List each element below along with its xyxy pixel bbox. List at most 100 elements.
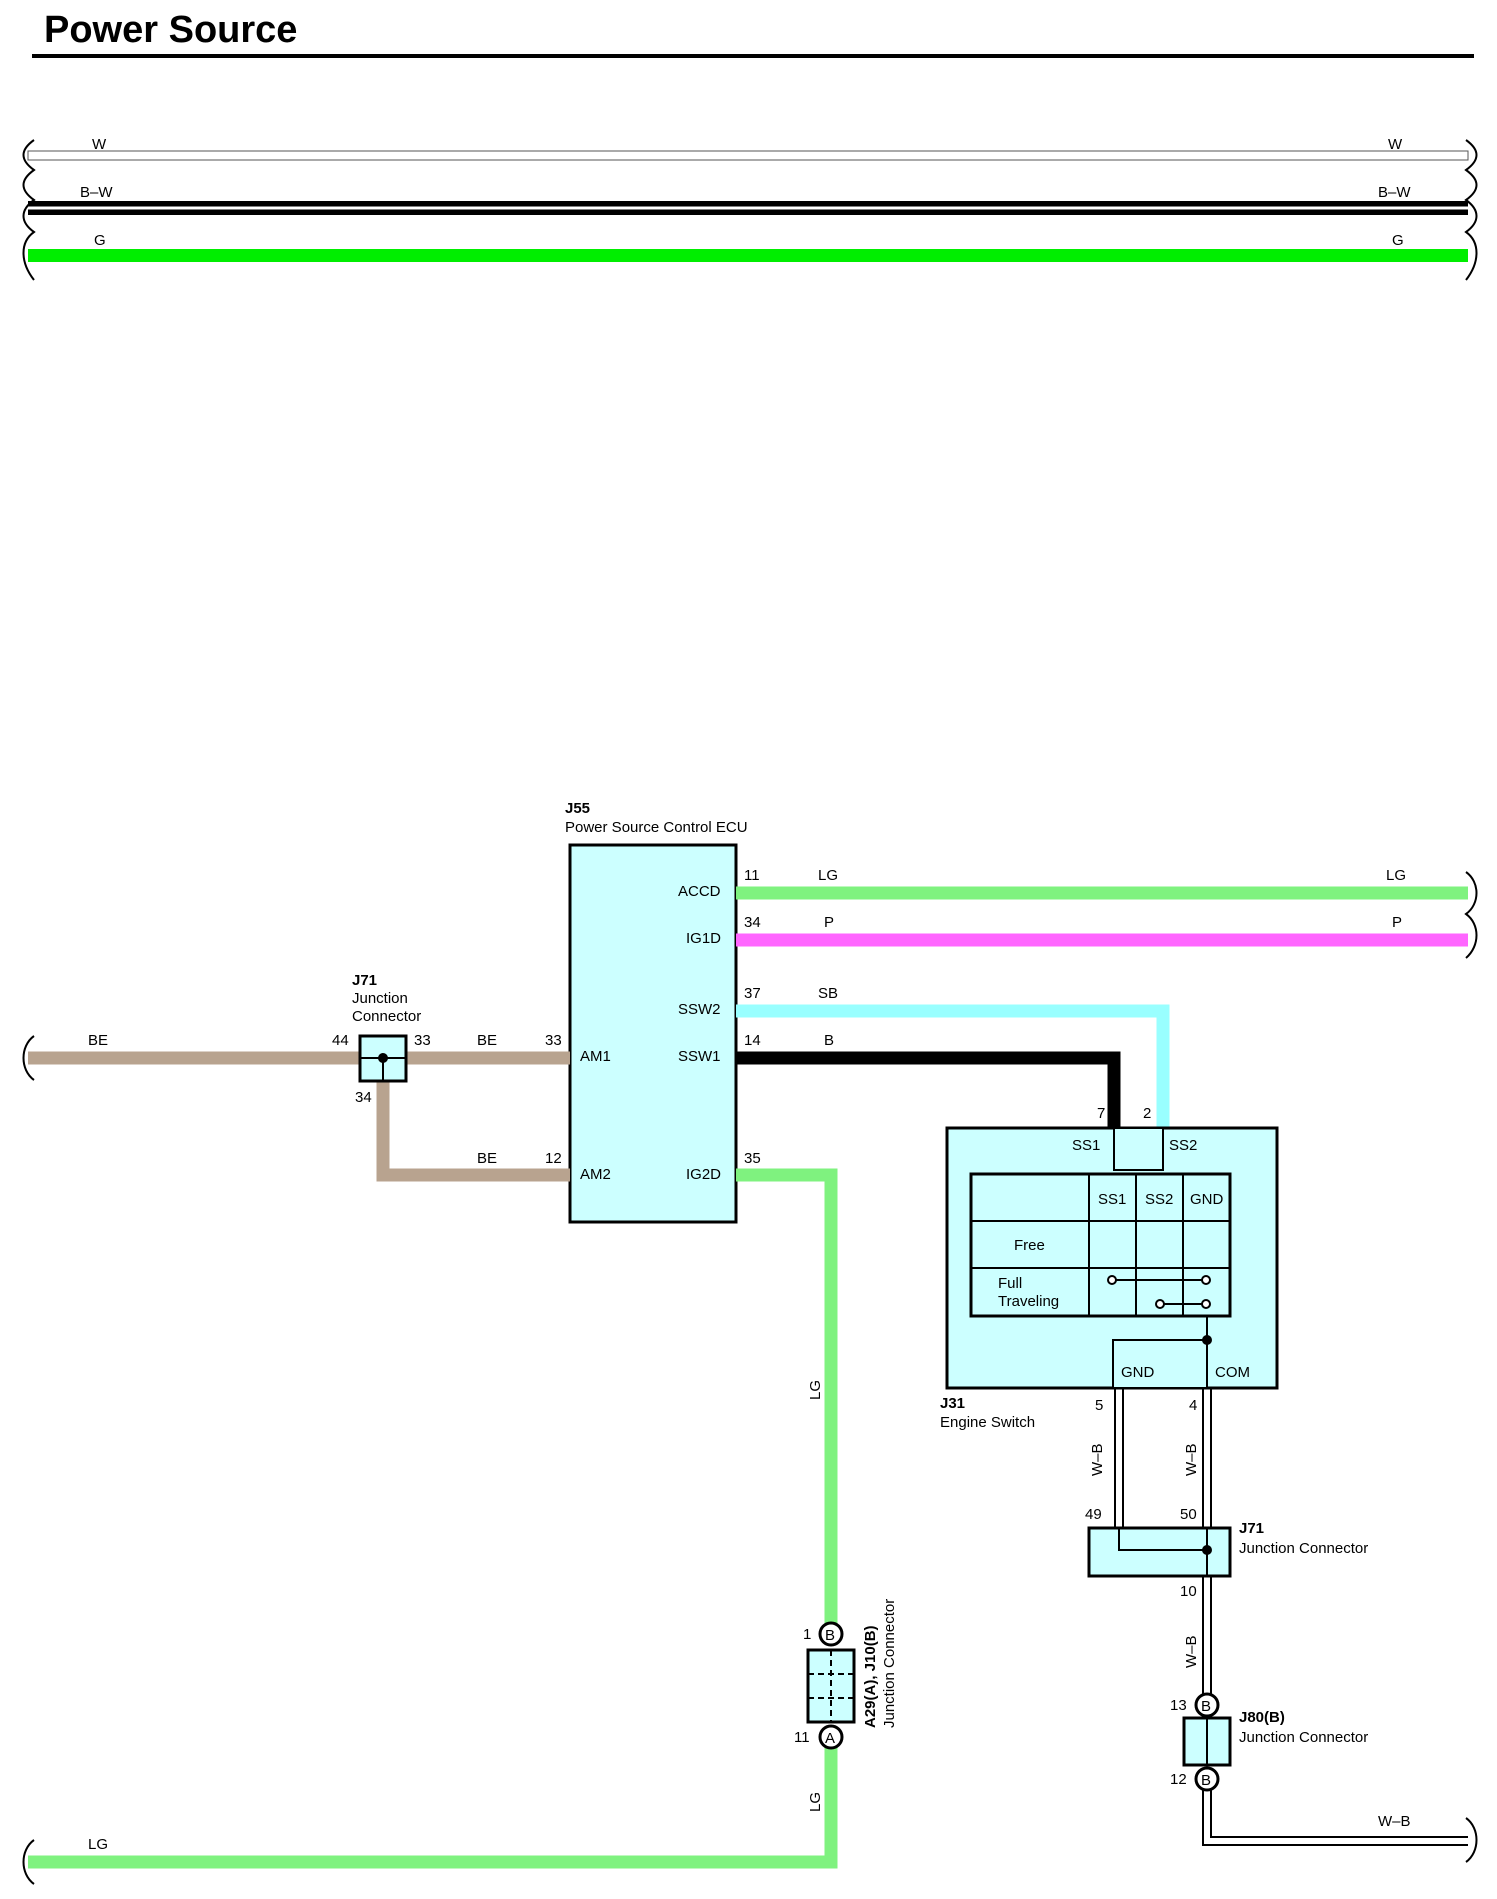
switch-name: Engine Switch: [940, 1414, 1035, 1431]
ecu-pin-accd: ACCD: [678, 883, 721, 900]
pin-num-am1: 33: [545, 1032, 562, 1049]
switch-position-table: SS1 SS2 GND Free Full Traveling: [969, 1172, 1232, 1318]
a29-marker-top: [818, 1621, 844, 1647]
j80-code: J80(B): [1239, 1709, 1285, 1726]
switch-label-gnd: GND: [1121, 1364, 1155, 1381]
a29-pin-bottom: 11: [794, 1729, 810, 1746]
pin-num-ssw2: 37: [744, 985, 761, 1002]
top-wire-w: W W: [27, 136, 1469, 161]
a29-marker-bottom: [818, 1724, 844, 1750]
ecu-pin-ssw1: SSW1: [678, 1048, 721, 1065]
ecu-pin-ig2d: IG2D: [686, 1166, 721, 1183]
switch-code: J31: [940, 1395, 965, 1412]
ecu-code: J55: [565, 800, 590, 817]
j71-left-junction-dot: [378, 1053, 388, 1063]
j80-pin-in: 13: [1170, 1697, 1187, 1714]
j80-pin-out: 12: [1170, 1771, 1187, 1788]
wire-label-wb-j80: W–B: [1183, 1635, 1200, 1668]
j71-right-junction-dot: [1202, 1545, 1212, 1555]
wire-j80-out-wb: [1202, 1790, 1468, 1846]
a29-marker-top-label: B: [825, 1627, 835, 1644]
wire-label-accd-lg-right: LG: [1386, 867, 1406, 884]
wire-label-accd-lg: LG: [818, 867, 838, 884]
break-mark-be-left: [22, 1035, 35, 1081]
wire-com-wb: [1202, 1388, 1212, 1528]
wire-label-w-right: W: [1388, 136, 1403, 153]
j71-left-pin-out: 33: [414, 1032, 431, 1049]
wire-label-ig1d-p-right: P: [1392, 914, 1402, 931]
j71-right-name: Junction Connector: [1239, 1540, 1368, 1557]
j71-left-pin-in: 44: [332, 1032, 349, 1049]
switch-label-com: COM: [1215, 1364, 1250, 1381]
a29-pin-top: 1: [803, 1626, 811, 1643]
wire-ssw2-sb: [736, 1004, 1170, 1128]
top-wire-g: G G: [28, 232, 1468, 262]
page-title: Power Source: [44, 9, 297, 51]
wire-label-ssw1-b: B: [824, 1032, 834, 1049]
wire-label-ig1d-p: P: [824, 914, 834, 931]
wire-j71-j80-wb: [1202, 1576, 1212, 1700]
table-header-ss1: SS1: [1098, 1191, 1126, 1208]
a29-name: Junction Connector: [881, 1599, 898, 1728]
top-wire-bw: B–W B–W: [28, 184, 1468, 215]
j80-marker-bottom: [1194, 1766, 1220, 1792]
ecu-box: [568, 843, 738, 1224]
pin-num-ig1d: 34: [744, 914, 761, 931]
pin-num-accd: 11: [744, 867, 760, 884]
wire-label-be-am2: BE: [477, 1150, 497, 1167]
j80-marker-top: [1194, 1692, 1220, 1718]
table-row-traveling: Traveling: [998, 1293, 1059, 1310]
break-mark-wb-out: [1465, 1817, 1478, 1863]
table-header-ss2: SS2: [1145, 1191, 1173, 1208]
a29-code: A29(A), J10(B): [862, 1625, 879, 1728]
ecu-name: Power Source Control ECU: [565, 819, 748, 836]
j80-marker-top-label: B: [1201, 1698, 1211, 1715]
table-header-gnd: GND: [1190, 1191, 1224, 1208]
wire-label-bw-right: B–W: [1378, 184, 1411, 201]
wire-label-lg-bottom-left: LG: [88, 1836, 108, 1853]
break-marks-top-left: [22, 139, 36, 281]
j71-right-pin-b: 50: [1180, 1506, 1197, 1523]
wire-gnd-wb: [1114, 1388, 1124, 1528]
switch-pin-num-com: 4: [1189, 1397, 1197, 1414]
table-row-full: Full: [998, 1275, 1022, 1292]
switch-label-ss2: SS2: [1169, 1137, 1197, 1154]
j71-right-code: J71: [1239, 1520, 1264, 1537]
a29-marker-bottom-label: A: [825, 1730, 835, 1747]
j71-left-line1: Junction: [352, 990, 408, 1007]
wire-lg-bottom: [28, 1735, 838, 1869]
switch-pin-num-ss1: 7: [1097, 1105, 1105, 1122]
ecu-pin-am1: AM1: [580, 1048, 611, 1065]
wire-label-wb-com: W–B: [1183, 1443, 1200, 1476]
wire-label-wb-gnd: W–B: [1089, 1443, 1106, 1476]
j71-left-pin-down: 34: [355, 1089, 372, 1106]
table-row-free: Free: [1014, 1237, 1045, 1254]
wire-label-g-left: G: [94, 232, 106, 249]
pin-num-ig2d: 35: [744, 1150, 761, 1167]
j71-left-code: J71: [352, 972, 377, 989]
wire-label-lg-vertical-lower: LG: [807, 1792, 824, 1812]
wire-ig2d-lg: [736, 1168, 838, 1636]
wire-label-be-am1: BE: [477, 1032, 497, 1049]
j80-marker-bottom-label: B: [1201, 1772, 1211, 1789]
wire-label-lg-vertical: LG: [807, 1380, 824, 1400]
break-marks-top-right: [1464, 139, 1478, 281]
wire-label-g-right: G: [1392, 232, 1404, 249]
wire-label-bw-left: B–W: [80, 184, 113, 201]
break-mark-lg-bottom: [22, 1839, 35, 1885]
j71-right-pin-a: 49: [1085, 1506, 1102, 1523]
pin-num-ssw1: 14: [744, 1032, 761, 1049]
j71-right-pin-out: 10: [1180, 1583, 1197, 1600]
switch-pin-num-ss2: 2: [1143, 1105, 1151, 1122]
switch-label-ss1: SS1: [1072, 1137, 1100, 1154]
ecu-pin-ig1d: IG1D: [686, 930, 721, 947]
wire-label-wb-out: W–B: [1378, 1813, 1411, 1830]
wire-label-ssw2-sb: SB: [818, 985, 838, 1002]
j71-left-line2: Connector: [352, 1008, 421, 1025]
ecu-pin-ssw2: SSW2: [678, 1001, 721, 1018]
j80-name: Junction Connector: [1239, 1729, 1368, 1746]
pin-num-am2: 12: [545, 1150, 562, 1167]
wire-am2-be: [376, 1081, 570, 1182]
switch-pin-num-gnd: 5: [1095, 1397, 1103, 1414]
